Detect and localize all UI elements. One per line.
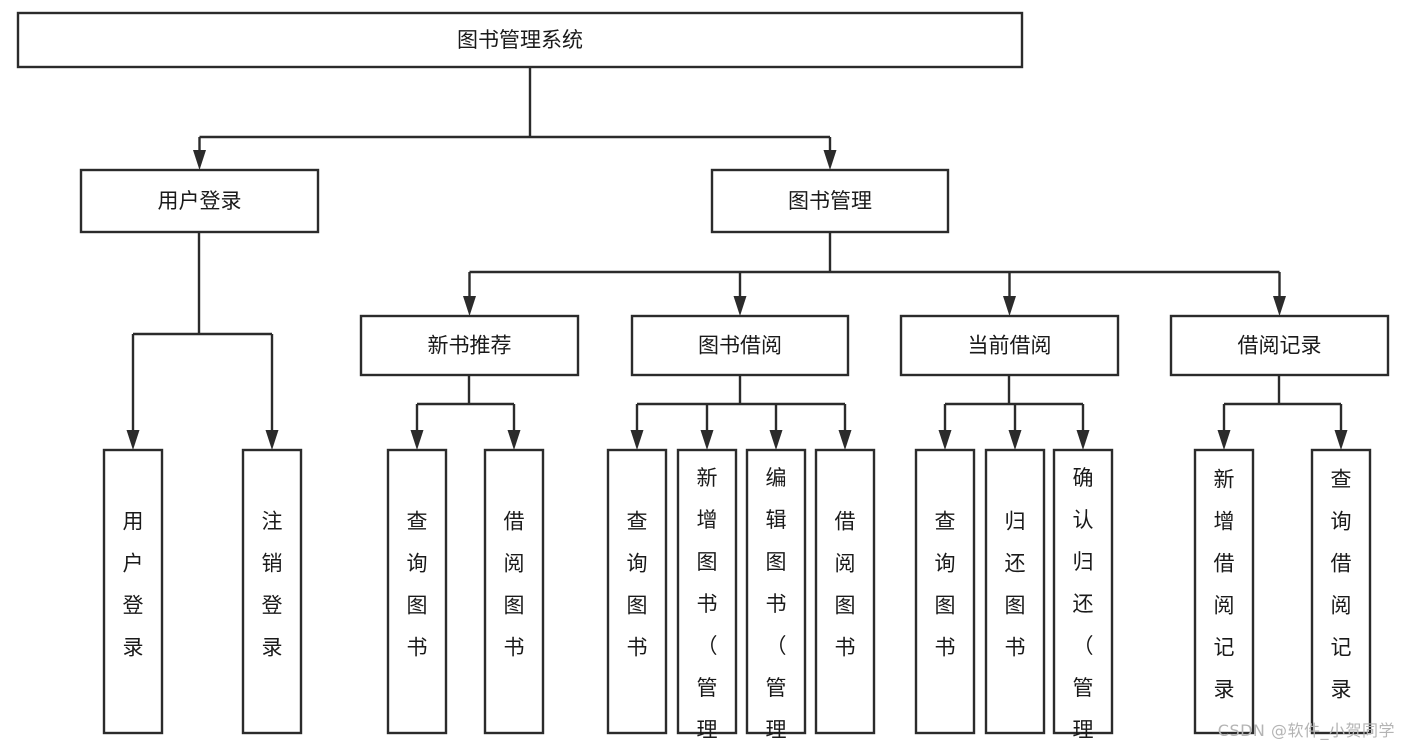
node-box-leaf-logout[interactable] <box>241 448 303 735</box>
node-box-root[interactable] <box>16 11 1024 69</box>
arrow-head-leaf-query-book-1 <box>410 430 424 450</box>
arrow-head-leaf-user-login <box>126 430 140 450</box>
node-box-leaf-borrow-book-2[interactable] <box>814 448 876 735</box>
node-label-leaf-query-record: 查询借阅记录 <box>1331 468 1352 702</box>
node-leaf-query-book-3[interactable]: 查询图书 <box>914 448 976 735</box>
node-box-leaf-borrow-book-1[interactable] <box>483 448 545 735</box>
node-label-new-book-recommend: 新书推荐 <box>428 334 512 358</box>
node-label-leaf-query-book-3: 查询图书 <box>935 510 956 660</box>
node-leaf-user-login[interactable]: 用户登录 <box>102 448 164 735</box>
node-label-leaf-query-book-2: 查询图书 <box>627 510 648 660</box>
node-box-leaf-add-book[interactable] <box>676 448 738 735</box>
node-label-leaf-edit-book: 编辑图书（管理员） <box>766 466 787 747</box>
node-label-leaf-confirm-return: 确认归还（管理员） <box>1073 466 1094 747</box>
node-borrow-record[interactable]: 借阅记录 <box>1169 314 1390 377</box>
node-leaf-add-record[interactable]: 新增借阅记录 <box>1193 448 1255 735</box>
node-leaf-add-book[interactable]: 新增图书（管理员） <box>676 448 738 747</box>
arrow-head-leaf-borrow-book-1 <box>507 430 521 450</box>
node-box-borrow-record[interactable] <box>1169 314 1390 377</box>
arrow-head-leaf-logout <box>265 430 279 450</box>
arrow-head-borrow-record <box>1273 296 1286 316</box>
node-label-leaf-borrow-book-1: 借阅图书 <box>504 510 525 660</box>
arrow-head-leaf-query-book-3 <box>938 430 952 450</box>
node-leaf-edit-book[interactable]: 编辑图书（管理员） <box>745 448 807 747</box>
connector-group-bus-book-manage <box>463 232 1286 316</box>
node-label-borrow-record: 借阅记录 <box>1238 334 1322 358</box>
node-box-leaf-query-book-3[interactable] <box>914 448 976 735</box>
node-box-leaf-return-book[interactable] <box>984 448 1046 735</box>
node-label-book-borrow: 图书借阅 <box>698 334 782 358</box>
arrow-head-new-book-recommend <box>463 296 476 316</box>
arrow-head-user-login <box>193 150 206 170</box>
node-leaf-borrow-book-2[interactable]: 借阅图书 <box>814 448 876 735</box>
node-box-new-book-recommend[interactable] <box>359 314 580 377</box>
node-label-leaf-borrow-book-2: 借阅图书 <box>835 510 856 660</box>
node-label-leaf-user-login: 用户登录 <box>123 510 144 660</box>
connector-layer <box>126 67 1348 450</box>
node-label-leaf-logout: 注销登录 <box>262 510 283 660</box>
node-box-leaf-confirm-return[interactable] <box>1052 448 1114 735</box>
node-leaf-confirm-return[interactable]: 确认归还（管理员） <box>1052 448 1114 747</box>
node-label-book-manage: 图书管理 <box>788 189 872 213</box>
node-label-leaf-add-record: 新增借阅记录 <box>1214 468 1235 702</box>
arrow-head-leaf-query-record <box>1334 430 1348 450</box>
arrow-head-leaf-confirm-return <box>1076 430 1090 450</box>
node-box-leaf-query-book-2[interactable] <box>606 448 668 735</box>
node-new-book-recommend[interactable]: 新书推荐 <box>359 314 580 377</box>
arrow-head-leaf-return-book <box>1008 430 1022 450</box>
arrow-head-leaf-edit-book <box>769 430 783 450</box>
arrow-head-leaf-borrow-book-2 <box>838 430 852 450</box>
node-box-leaf-query-book-1[interactable] <box>386 448 448 735</box>
node-label-leaf-query-book-1: 查询图书 <box>407 510 428 660</box>
node-root[interactable]: 图书管理系统 <box>16 11 1024 69</box>
node-label-root: 图书管理系统 <box>457 28 583 52</box>
node-box-leaf-edit-book[interactable] <box>745 448 807 735</box>
node-box-user-login[interactable] <box>79 168 320 234</box>
arrow-head-leaf-add-book <box>700 430 714 450</box>
node-leaf-query-book-1[interactable]: 查询图书 <box>386 448 448 735</box>
node-label-leaf-add-book: 新增图书（管理员） <box>697 466 718 747</box>
node-box-book-manage[interactable] <box>710 168 950 234</box>
connector-group-bus-current-borrow <box>938 375 1090 450</box>
connector-group-bus-book-borrow <box>630 375 852 450</box>
node-box-leaf-add-record[interactable] <box>1193 448 1255 735</box>
node-box-book-borrow[interactable] <box>630 314 850 377</box>
node-label-current-borrow: 当前借阅 <box>968 334 1052 358</box>
node-leaf-return-book[interactable]: 归还图书 <box>984 448 1046 735</box>
arrow-head-current-borrow <box>1003 296 1016 316</box>
node-leaf-borrow-book-1[interactable]: 借阅图书 <box>483 448 545 735</box>
node-layer: 图书管理系统用户登录图书管理新书推荐图书借阅当前借阅借阅记录用户登录注销登录查询… <box>16 11 1390 747</box>
arrow-head-leaf-add-record <box>1217 430 1231 450</box>
node-leaf-logout[interactable]: 注销登录 <box>241 448 303 735</box>
connector-group-bus-root <box>193 67 837 170</box>
node-label-leaf-return-book: 归还图书 <box>1005 510 1026 660</box>
node-box-current-borrow[interactable] <box>899 314 1120 377</box>
node-leaf-query-record[interactable]: 查询借阅记录 <box>1310 448 1372 735</box>
connector-group-bus-new-book <box>410 375 521 450</box>
arrow-head-book-borrow <box>733 296 747 316</box>
node-label-user-login: 用户登录 <box>158 189 242 213</box>
arrow-head-book-manage <box>823 150 837 170</box>
connector-group-bus-user-login <box>126 232 279 450</box>
node-current-borrow[interactable]: 当前借阅 <box>899 314 1120 377</box>
node-box-leaf-query-record[interactable] <box>1310 448 1372 735</box>
node-book-borrow[interactable]: 图书借阅 <box>630 314 850 377</box>
connector-group-bus-borrow-record <box>1217 375 1348 450</box>
arrow-head-leaf-query-book-2 <box>630 430 644 450</box>
node-box-leaf-user-login[interactable] <box>102 448 164 735</box>
node-user-login[interactable]: 用户登录 <box>79 168 320 234</box>
node-leaf-query-book-2[interactable]: 查询图书 <box>606 448 668 735</box>
node-book-manage[interactable]: 图书管理 <box>710 168 950 234</box>
